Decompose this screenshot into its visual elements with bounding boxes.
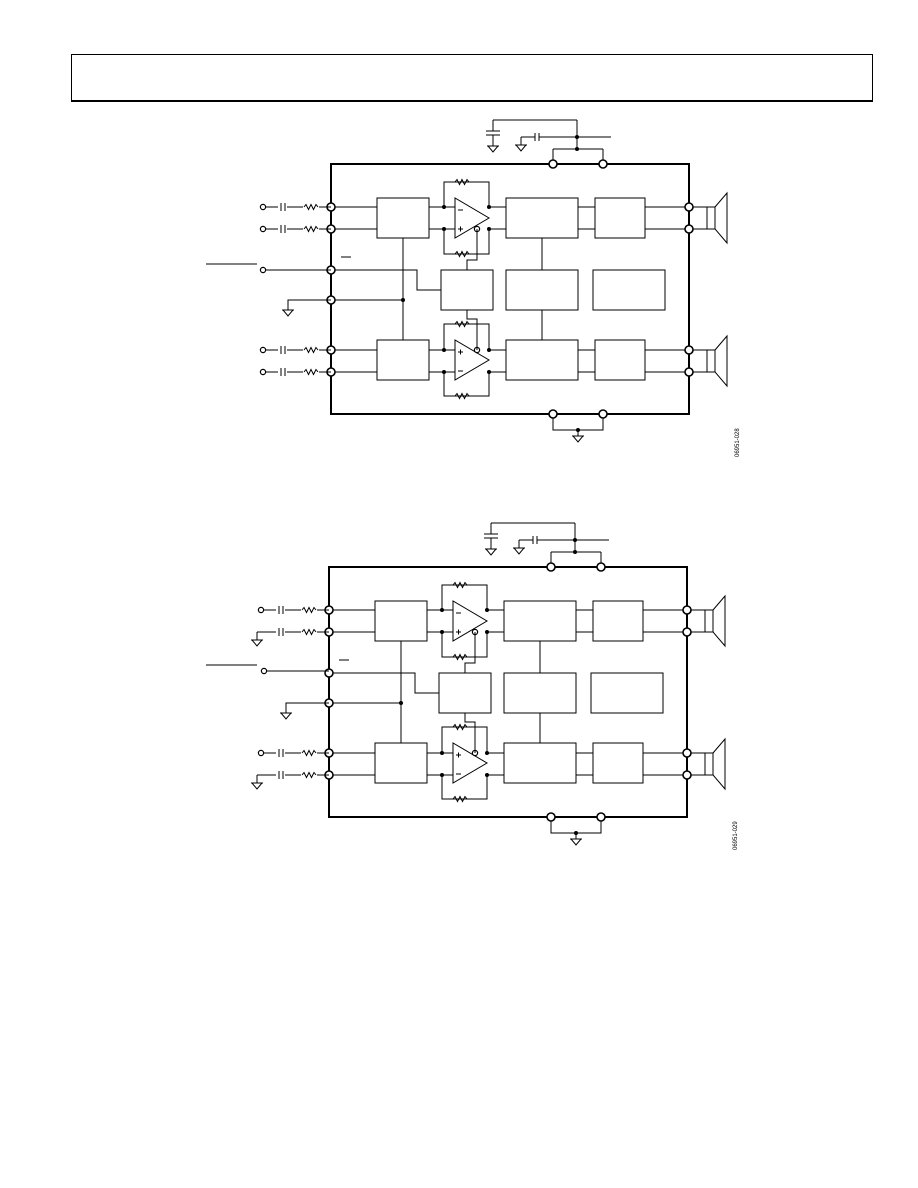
figure-number: 06951-029 [733,821,739,850]
amplifier-circuit-top [206,120,727,442]
figure-bottom: 06951-029 [206,523,739,850]
figure-top: 06951-028 [206,120,741,457]
page-header [71,54,873,102]
amplifier-circuit-bottom [206,523,725,845]
figure-number: 06951-028 [735,428,741,457]
